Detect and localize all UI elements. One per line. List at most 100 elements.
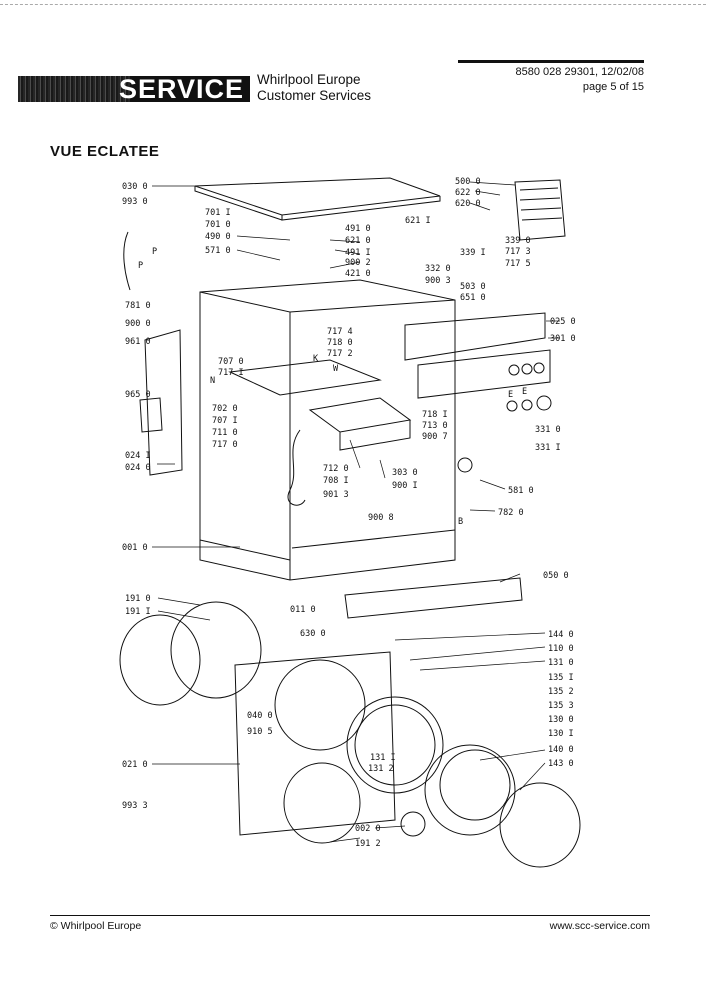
door-glass-shape	[424, 744, 516, 836]
part-label: 021 0	[122, 760, 148, 770]
part-label: 717 2	[327, 349, 353, 359]
part-label: 144 0	[548, 630, 574, 640]
part-label: 717 5	[505, 259, 531, 269]
part-label: 718 0	[327, 338, 353, 348]
door-ring-shape	[346, 696, 444, 794]
part-label: 135 2	[548, 687, 574, 697]
part-label: 025 0	[550, 317, 576, 327]
part-label: 024 0	[125, 463, 151, 473]
part-label: 900 I	[392, 481, 418, 491]
part-label: 900 8	[368, 513, 394, 523]
part-label: 781 0	[125, 301, 151, 311]
part-label: 651 0	[460, 293, 486, 303]
part-label: 993 0	[122, 197, 148, 207]
part-label: 339 I	[460, 248, 486, 258]
part-label: 900 3	[425, 276, 451, 286]
part-label: 002 0	[355, 824, 381, 834]
part-label: 702 0	[212, 404, 238, 414]
part-label: 491 0	[345, 224, 371, 234]
part-label: 620 0	[455, 199, 481, 209]
part-label: 900 7	[422, 432, 448, 442]
electronic-board-shape	[514, 179, 566, 241]
part-label: 717 0	[212, 440, 238, 450]
part-label: W	[333, 364, 339, 374]
part-label: E	[508, 390, 513, 400]
company-line-2: Customer Services	[257, 88, 372, 103]
part-label: 001 0	[122, 543, 148, 553]
part-label: 130 0	[548, 715, 574, 725]
service-banner: SERVICE	[18, 74, 250, 104]
part-label: 490 0	[205, 232, 231, 242]
part-label: 500 0	[455, 177, 481, 187]
part-label: 191 I	[125, 607, 151, 617]
part-label: P	[152, 247, 157, 257]
part-label: 782 0	[498, 508, 524, 518]
part-label: 993 3	[122, 801, 148, 811]
part-label: 110 0	[548, 644, 574, 654]
part-label: N	[210, 376, 215, 386]
part-label: 191 2	[355, 839, 381, 849]
door-gasket-shape	[170, 601, 262, 699]
part-label: 339 0	[505, 236, 531, 246]
part-label: 621 0	[345, 236, 371, 246]
part-label: 717 3	[505, 247, 531, 257]
part-label: 143 0	[548, 759, 574, 769]
part-label: 131 I	[370, 753, 396, 763]
part-label: 011 0	[290, 605, 316, 615]
footer-website: www.scc-service.com	[549, 920, 650, 932]
part-label: 621 I	[405, 216, 431, 226]
door-inner-shape	[499, 782, 581, 868]
part-label: 701 I	[205, 208, 231, 218]
part-label: 131 2	[368, 764, 394, 774]
part-label: 301 0	[550, 334, 576, 344]
part-label: 711 0	[212, 428, 238, 438]
part-label: 130 I	[548, 729, 574, 739]
part-label: 135 3	[548, 701, 574, 711]
company-name: Whirlpool Europe Customer Services	[257, 72, 371, 104]
part-label: 707 I	[212, 416, 238, 426]
document-reference: 8580 028 29301, 12/02/08	[515, 66, 644, 78]
part-label: 571 0	[205, 246, 231, 256]
banner-texture	[18, 76, 130, 102]
cabinet-shape	[199, 279, 456, 581]
part-label: 708 I	[323, 476, 349, 486]
reference-rule	[458, 60, 644, 63]
part-label: 503 0	[460, 282, 486, 292]
top-dashed-rule	[0, 4, 706, 5]
footer-copyright: © Whirlpool Europe	[50, 920, 142, 932]
part-label: 910 5	[247, 727, 273, 737]
part-label: 581 0	[508, 486, 534, 496]
part-label: 140 0	[548, 745, 574, 755]
part-label: 131 0	[548, 658, 574, 668]
part-label: 712 0	[323, 464, 349, 474]
top-cover-shape	[194, 177, 441, 216]
part-label: 717 I	[218, 368, 244, 378]
part-label: 331 0	[535, 425, 561, 435]
part-label: 191 0	[125, 594, 151, 604]
part-label: 040 0	[247, 711, 273, 721]
part-label: 630 0	[300, 629, 326, 639]
part-label: P	[138, 261, 143, 271]
part-label: 135 I	[548, 673, 574, 683]
part-label: 713 0	[422, 421, 448, 431]
part-label: 050 0	[543, 571, 569, 581]
part-label: 900 2	[345, 258, 371, 268]
company-line-1: Whirlpool Europe	[257, 72, 361, 87]
part-label: 622 0	[455, 188, 481, 198]
footer-rule	[50, 915, 650, 916]
part-label: 421 0	[345, 269, 371, 279]
kickplate-shape	[344, 577, 523, 619]
part-label: 030 0	[122, 182, 148, 192]
part-label: 717 4	[327, 327, 353, 337]
dispenser-shape	[228, 359, 382, 396]
part-label: 961 0	[125, 337, 151, 347]
part-label: 491 I	[345, 248, 371, 258]
service-label: SERVICE	[118, 74, 244, 104]
part-label: 701 0	[205, 220, 231, 230]
page-title: VUE ECLATEE	[50, 143, 160, 160]
part-label: 331 I	[535, 443, 561, 453]
front-panel-shape	[234, 651, 396, 836]
part-label: 718 I	[422, 410, 448, 420]
part-label: 965 0	[125, 390, 151, 400]
part-label: B	[458, 517, 463, 527]
